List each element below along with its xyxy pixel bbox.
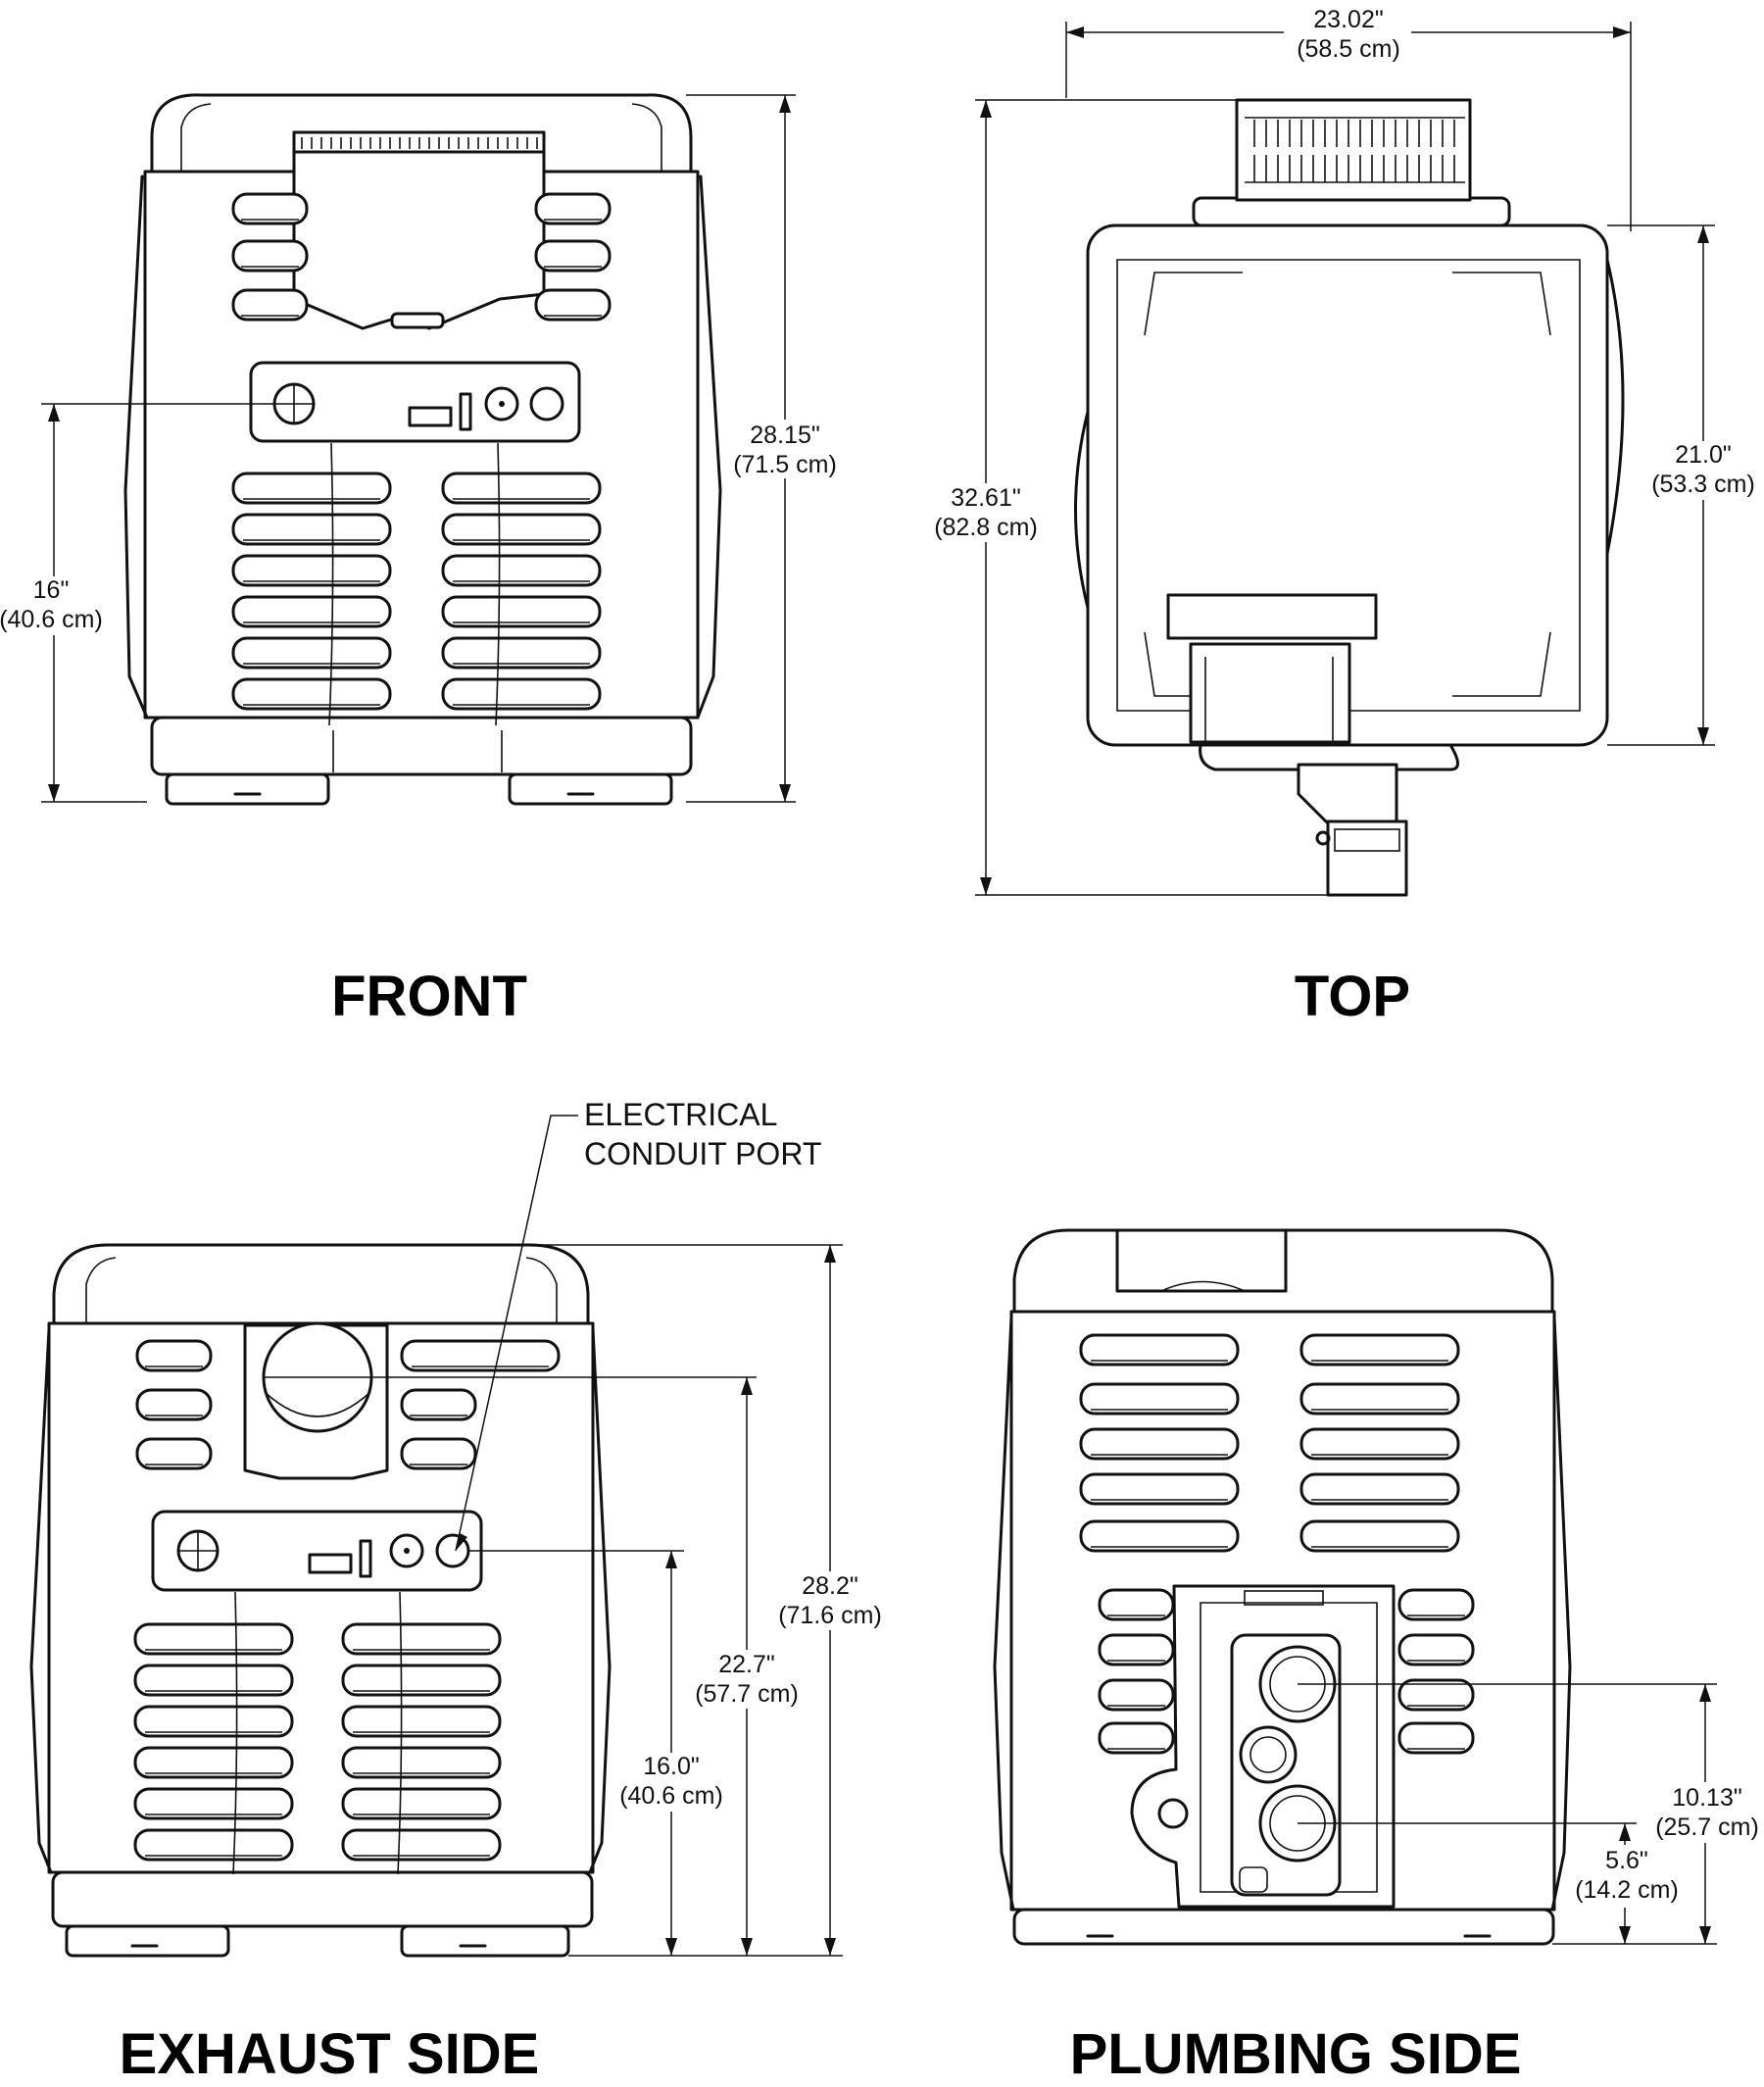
exhaust-dimensions: ELECTRICAL CONDUIT PORT 28.2" (71.6 cm) … [372,1097,887,1957]
exhaust-flue-in: 22.7" [718,1651,775,1678]
exhaust-side-title: EXHAUST SIDE [120,2022,540,2086]
front-control-cm: (40.6 cm) [0,606,103,633]
plumbing-dimensions: 10.13" (25.7 cm) 5.6" (14.2 cm) [1298,1683,1762,1945]
conduit-callout-line2: CONDUIT PORT [584,1136,821,1171]
top-width-in: 23.02" [1313,6,1383,33]
plumbing-side-view [993,1228,1572,1946]
top-width-cm: (58.5 cm) [1297,35,1400,63]
plumbing-lower-cm: (14.2 cm) [1575,1876,1679,1904]
front-control-in: 16" [33,576,70,604]
top-depth-cm: (82.8 cm) [934,514,1038,541]
top-dimensions: 23.02" (58.5 cm) 32.61" (82.8 cm) 21.0" … [931,4,1760,896]
front-dimensions: 28.15" (71.5 cm) 16" (40.6 cm) [0,94,837,803]
exhaust-height-in: 28.2" [802,1572,858,1600]
front-height-cm: (71.5 cm) [733,451,837,478]
top-depth-in: 32.61" [951,484,1020,512]
exhaust-side-view [29,1243,612,1958]
exhaust-conduit-cm: (40.6 cm) [619,1782,723,1810]
top-view [1074,98,1625,897]
front-height-in: 28.15" [750,422,819,449]
plumbing-upper-in: 10.13" [1672,1784,1741,1812]
top-body-cm: (53.3 cm) [1651,471,1755,498]
exhaust-conduit-in: 16.0" [643,1753,700,1780]
front-title: FRONT [331,965,527,1028]
plumbing-side-title: PLUMBING SIDE [1070,2022,1522,2086]
exhaust-flue-cm: (57.7 cm) [695,1680,799,1708]
plumbing-lower-in: 5.6" [1605,1847,1648,1874]
front-view [123,93,722,806]
conduit-callout-line1: ELECTRICAL [584,1097,777,1132]
top-body-in: 21.0" [1675,441,1732,469]
plumbing-upper-cm: (25.7 cm) [1655,1814,1759,1841]
exhaust-height-cm: (71.6 cm) [778,1602,882,1629]
top-title: TOP [1295,965,1410,1028]
